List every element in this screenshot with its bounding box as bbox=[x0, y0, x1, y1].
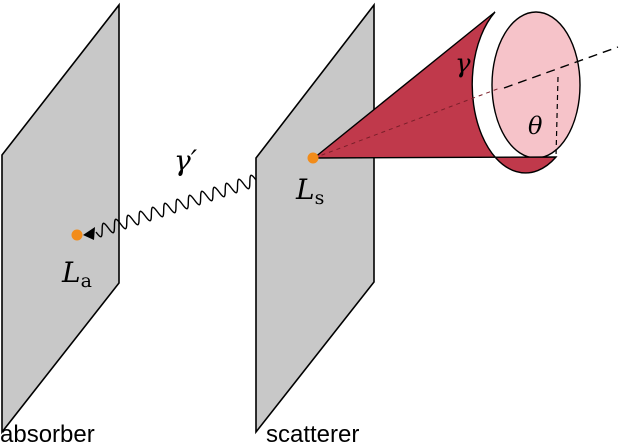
scatterer-point bbox=[307, 152, 319, 164]
cone-radius-dashed bbox=[555, 76, 559, 158]
absorber-caption: absorber bbox=[0, 421, 95, 444]
photon-arrowhead bbox=[83, 227, 95, 240]
cone-axis-inside bbox=[313, 87, 501, 159]
scatterer-plane bbox=[255, 2, 375, 435]
absorber-plane bbox=[1, 2, 120, 435]
scatterer-caption: scatterer bbox=[266, 421, 359, 444]
scattered-photon-wavy-line bbox=[95, 174, 257, 238]
cone-side bbox=[312, 11, 558, 174]
absorber-point-label: La bbox=[61, 256, 92, 292]
absorber-point bbox=[71, 229, 83, 241]
scattered-photon-label: γ′ bbox=[174, 144, 198, 177]
scatterer-point-label: Ls bbox=[295, 173, 324, 209]
incident-photon-label: γ bbox=[455, 49, 471, 79]
cone-axis-outside bbox=[503, 46, 619, 89]
angle-label: θ bbox=[528, 112, 543, 140]
